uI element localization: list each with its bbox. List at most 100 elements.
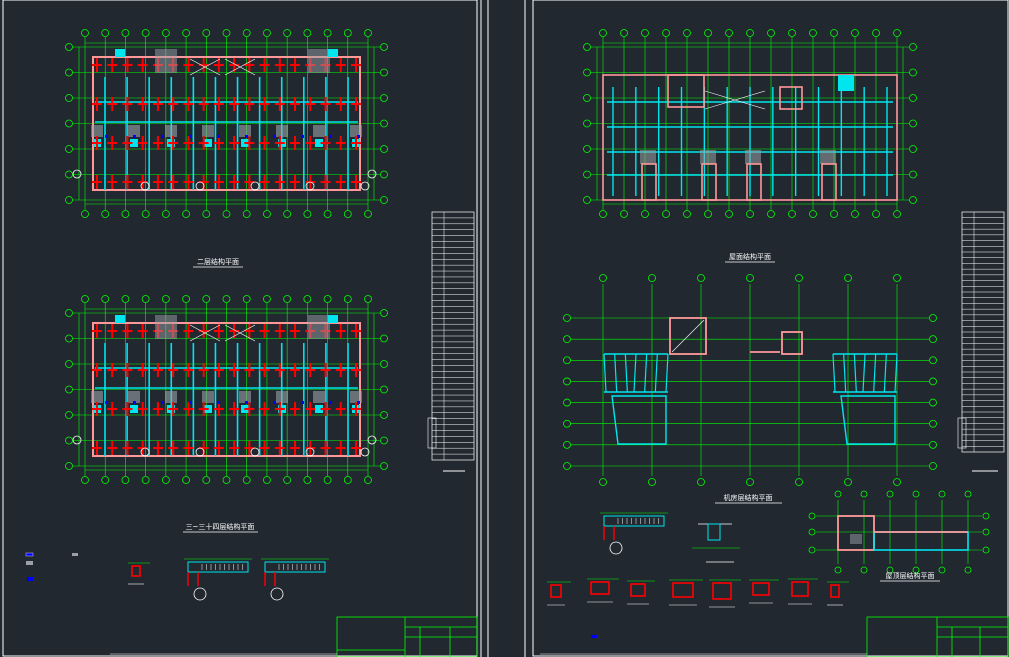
section-marker bbox=[140, 447, 150, 457]
axis-bubble bbox=[909, 196, 917, 204]
axis-bubble bbox=[222, 295, 231, 303]
axis-bubble bbox=[303, 210, 312, 218]
section-marker bbox=[367, 435, 377, 445]
section-marker bbox=[195, 181, 205, 191]
axis-bubble bbox=[909, 119, 917, 128]
blue-marker-icon bbox=[245, 135, 248, 138]
blue-marker-icon bbox=[189, 401, 192, 404]
axis-bubble bbox=[929, 377, 937, 386]
blue-marker-icon bbox=[161, 401, 164, 404]
plan-machine-room[interactable] bbox=[563, 274, 937, 486]
axis-bubble bbox=[101, 295, 110, 303]
axis-bubble bbox=[938, 490, 946, 498]
axis-bubble bbox=[583, 68, 591, 77]
beam bbox=[873, 531, 969, 551]
section-marker bbox=[305, 447, 315, 457]
axis-bubble bbox=[364, 29, 372, 37]
hatch-area bbox=[165, 125, 177, 137]
axis-bubble bbox=[872, 29, 880, 37]
hatch-area bbox=[350, 391, 362, 403]
axis-bubble bbox=[834, 566, 842, 574]
axis-bubble bbox=[893, 478, 901, 486]
section-marker bbox=[195, 447, 205, 457]
plan-roof[interactable] bbox=[583, 29, 917, 218]
axis-bubble bbox=[909, 94, 917, 102]
axis-bubble bbox=[65, 145, 73, 153]
hatch-area bbox=[202, 391, 214, 403]
beam bbox=[654, 353, 658, 393]
blue-marker-icon bbox=[161, 135, 164, 138]
beam bbox=[853, 353, 857, 393]
beam bbox=[665, 353, 669, 393]
column-section bbox=[712, 582, 732, 600]
axis-bubble bbox=[81, 295, 89, 303]
shear-wall bbox=[130, 405, 138, 413]
stair-hatch bbox=[308, 49, 330, 73]
axis-bubble bbox=[263, 295, 271, 303]
hatch-area bbox=[350, 125, 362, 137]
axis-bubble bbox=[830, 29, 838, 37]
stair-hatch bbox=[308, 315, 330, 339]
axis-bubble bbox=[929, 440, 937, 449]
axis-bubble bbox=[202, 476, 211, 484]
axis-bubble bbox=[982, 528, 990, 536]
axis-bubble bbox=[343, 29, 352, 37]
axis-bubble bbox=[964, 490, 972, 498]
beam bbox=[883, 353, 887, 393]
axis-bubble bbox=[788, 210, 796, 218]
blue-marker-icon bbox=[105, 135, 108, 138]
beam-section bbox=[707, 523, 721, 541]
axis-bubble bbox=[242, 476, 251, 484]
blue-marker-icon bbox=[27, 577, 33, 581]
hatch-area bbox=[745, 150, 761, 164]
axis-bubble bbox=[141, 295, 150, 303]
section-marker bbox=[360, 447, 370, 457]
plan-roof-top[interactable] bbox=[808, 490, 990, 574]
axis-bubble bbox=[65, 385, 73, 394]
axis-bubble bbox=[380, 385, 388, 394]
axis-bubble bbox=[909, 170, 917, 179]
axis-bubble bbox=[303, 29, 312, 37]
plan-title-second-floor: 二层结构平面 bbox=[197, 257, 239, 266]
axis-bubble bbox=[364, 210, 372, 218]
axis-bubble bbox=[283, 295, 292, 303]
blue-marker-icon bbox=[189, 135, 192, 138]
axis-bubble bbox=[583, 119, 591, 128]
blue-marker-icon bbox=[133, 135, 136, 138]
beam bbox=[603, 353, 607, 393]
axis-bubble bbox=[746, 274, 754, 282]
shear-wall bbox=[821, 163, 837, 201]
slab-section bbox=[603, 515, 665, 527]
axis-bubble bbox=[725, 29, 733, 37]
beam bbox=[862, 353, 866, 393]
axis-bubble bbox=[809, 29, 817, 37]
plan-typical-floor[interactable] bbox=[65, 295, 388, 484]
axis-bubble bbox=[929, 462, 937, 470]
axis-bubble bbox=[704, 29, 712, 37]
column-section bbox=[550, 584, 562, 598]
rebar-schedule-table bbox=[427, 211, 475, 472]
shear-wall bbox=[701, 163, 717, 201]
axis-bubble bbox=[909, 68, 917, 77]
plan-second-floor[interactable] bbox=[65, 29, 388, 218]
beam bbox=[633, 353, 637, 393]
hatch-area bbox=[276, 391, 288, 403]
left-title-block bbox=[336, 616, 478, 657]
beam bbox=[894, 353, 898, 393]
blue-marker-icon bbox=[217, 401, 220, 404]
axis-bubble bbox=[242, 29, 251, 37]
axis-bubble bbox=[844, 478, 852, 486]
axis-bubble bbox=[380, 334, 388, 343]
section-marker bbox=[367, 169, 377, 179]
hatch-area bbox=[276, 125, 288, 137]
axis-bubble bbox=[788, 29, 796, 37]
axis-bubble bbox=[620, 210, 628, 218]
axis-bubble bbox=[202, 295, 211, 303]
axis-bubble bbox=[121, 295, 130, 303]
gray-marker-icon bbox=[26, 561, 33, 565]
axis-bubble bbox=[242, 295, 251, 303]
plan-title-roof: 屋面结构平面 bbox=[729, 252, 771, 261]
axis-bubble bbox=[121, 476, 130, 484]
